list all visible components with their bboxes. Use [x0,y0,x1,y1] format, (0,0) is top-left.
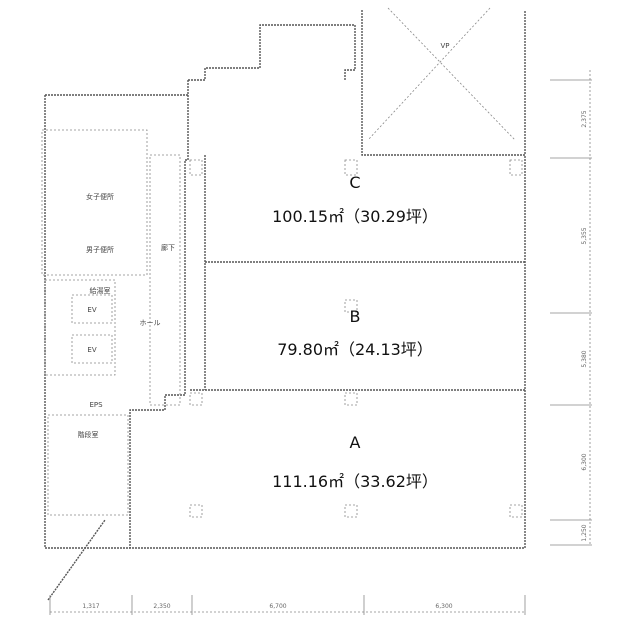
ev1-label: EV [87,306,96,314]
unit-a-label: A [350,433,361,452]
ev2-shaft [71,334,113,364]
ev2-label: EV [87,346,96,354]
unit-b-label: B [350,307,361,326]
core-left-wall [44,95,130,549]
main-outer-wall [129,80,526,549]
void-cross-line [387,7,516,141]
bottom-dimension: 2,350 [153,603,170,610]
stairs-label: 階段室 [78,430,99,439]
womens-toilet-label: 女子便所 [86,192,114,201]
unit-c-label: C [349,173,360,192]
columns [189,159,523,518]
right-dimension: 1,250 [581,524,588,541]
balcony-wall [361,10,526,156]
ev1-shaft [71,294,113,324]
right-dimension-ticks [550,79,592,546]
bottom-dimension: 6,700 [269,603,286,610]
hall-label: ホール [140,319,161,327]
mens-toilet-label: 男子便所 [86,245,114,254]
right-dimension: 5,355 [581,227,588,244]
void-label: VP [440,42,449,50]
void-cross-line [367,7,491,141]
bottom-dimension-ticks [49,595,526,615]
unit-c-area: 100.15㎡（30.29坪） [272,207,438,226]
stair-entry-diagonal [47,519,106,601]
bottom-dimension: 6,300 [435,603,452,610]
kitchenette-label: 給湯室 [90,286,111,295]
eps-label: EPS [89,401,103,409]
stair-block [47,414,129,516]
unit-a-area: 111.16㎡（33.62坪） [272,472,438,491]
elevator-block [44,279,116,376]
bottom-dimension: 1,317 [82,603,99,610]
right-dimension: 2,375 [581,110,588,127]
corridor-label: 廊下 [161,243,175,252]
unit-b-area: 79.80㎡（24.13坪） [277,340,433,359]
right-dimension: 5,380 [581,350,588,367]
top-protrusion-wall [188,24,356,81]
right-dimension: 6,300 [581,453,588,470]
toilet-block [41,129,148,276]
